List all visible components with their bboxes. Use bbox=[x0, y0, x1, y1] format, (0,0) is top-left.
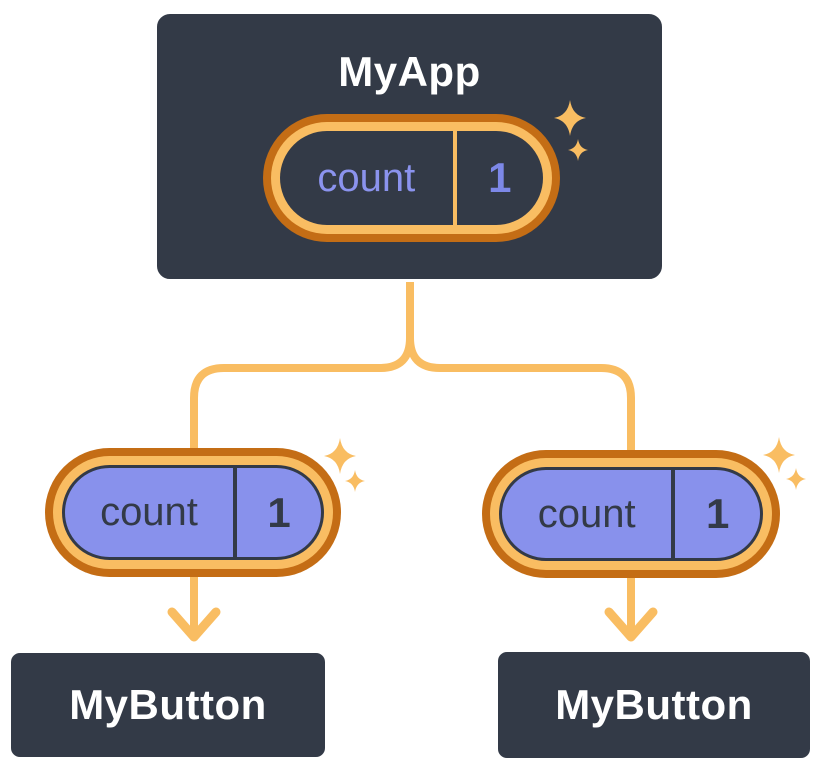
prop-pill-child-left: count 1 bbox=[45, 448, 341, 577]
sparkle-icon-small bbox=[345, 470, 365, 492]
prop-value: 1 bbox=[267, 488, 291, 536]
pill-body: count 1 bbox=[280, 131, 543, 225]
arrow-down-icon bbox=[167, 607, 221, 642]
state-label: count bbox=[317, 155, 416, 200]
pill-ring: count 1 bbox=[271, 122, 552, 234]
state-pill-parent: count 1 bbox=[263, 114, 560, 242]
sparkle-icon-large bbox=[324, 438, 356, 474]
prop-value: 1 bbox=[705, 490, 730, 537]
pill-divider bbox=[452, 131, 457, 225]
component-box-mybutton-left: MyButton bbox=[8, 650, 328, 760]
pill-ring: count 1 bbox=[53, 456, 333, 569]
prop-label: count bbox=[100, 490, 198, 534]
pill-body: count 1 bbox=[62, 465, 324, 560]
sparkle-icon-large bbox=[763, 437, 795, 473]
sparkle-icon-small bbox=[786, 468, 806, 490]
component-title: MyApp bbox=[338, 48, 481, 95]
component-title: MyButton bbox=[555, 681, 753, 728]
component-box-mybutton-right: MyButton bbox=[495, 649, 813, 761]
component-title: MyButton bbox=[69, 681, 267, 728]
pill-divider bbox=[671, 470, 676, 558]
prop-pill-child-right: count 1 bbox=[482, 450, 780, 578]
arrow-down-icon bbox=[604, 607, 658, 642]
prop-label: count bbox=[537, 491, 636, 536]
pill-ring: count 1 bbox=[490, 458, 772, 570]
state-value: 1 bbox=[488, 154, 512, 201]
pill-body: count 1 bbox=[499, 467, 763, 561]
